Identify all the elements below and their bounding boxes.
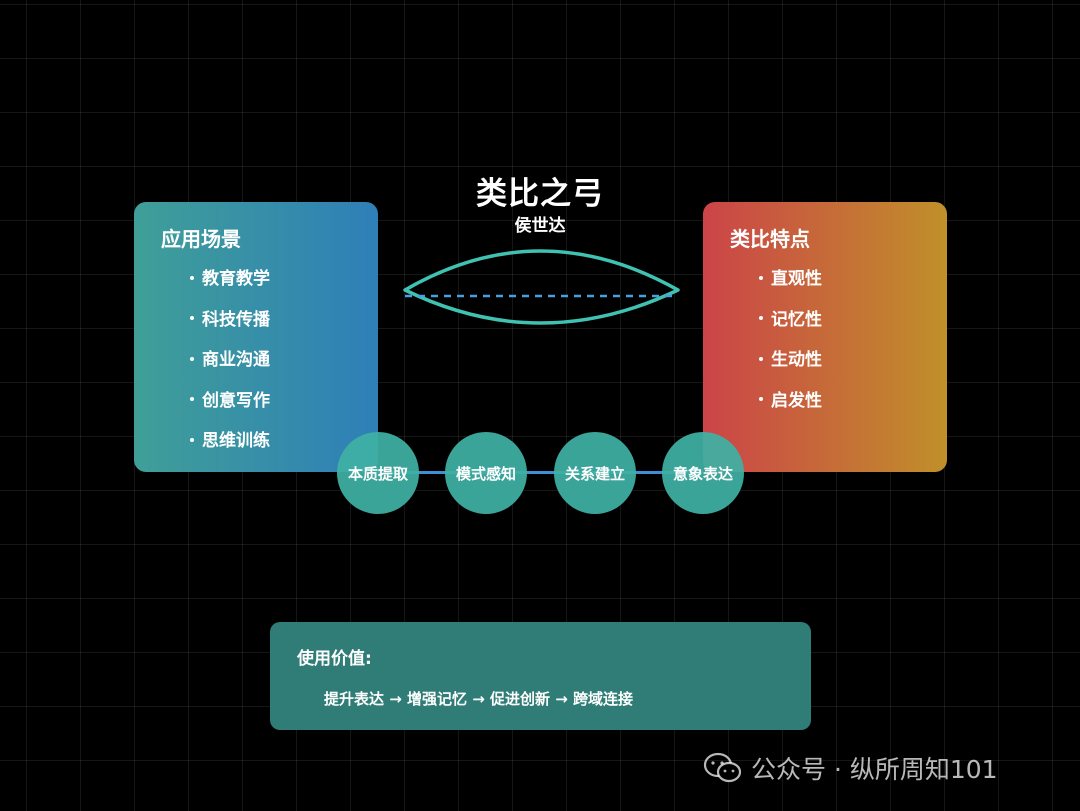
list-item-label: 教育教学: [202, 269, 270, 289]
list-item: 思维训练: [190, 426, 270, 467]
list-item-label: 思维训练: [202, 431, 270, 451]
bow-outline: [403, 249, 680, 325]
step-relation-building: 关系建立: [554, 432, 636, 514]
usage-value-box: 使用价值: 提升表达 → 增强记忆 → 促进创新 → 跨域连接: [270, 622, 811, 730]
process-connector-line: [378, 471, 703, 474]
list-item-label: 创意写作: [202, 390, 270, 411]
list-item: 创意写作: [190, 386, 270, 427]
list-item-label: 启发性: [771, 390, 822, 411]
bullet-icon: [759, 397, 763, 401]
list-item-label: 科技传播: [202, 309, 270, 330]
list-item: 启发性: [759, 386, 822, 427]
diagram-title: 类比之弓: [476, 176, 604, 212]
step-essence-extraction: 本质提取: [337, 432, 419, 514]
bullet-icon: [759, 316, 763, 320]
bullet-icon: [190, 356, 194, 361]
watermark-text: 公众号 · 纵所周知101: [751, 755, 998, 784]
bullet-icon: [190, 316, 194, 320]
feature-list: 直观性 记忆性 生动性 启发性: [759, 264, 822, 426]
wechat-icon: [703, 752, 742, 783]
card-heading: 应用场景: [161, 227, 241, 251]
list-item: 记忆性: [759, 305, 822, 346]
application-scenarios-card: 应用场景 教育教学 科技传播 商业沟通 创意写作 思维训练: [134, 202, 378, 472]
step-pattern-perception: 模式感知: [445, 432, 527, 514]
bullet-icon: [759, 275, 763, 280]
list-item-label: 生动性: [771, 350, 822, 370]
diagram-author: 侯世达: [514, 216, 566, 236]
list-item: 直观性: [759, 264, 822, 305]
list-item-label: 直观性: [771, 269, 822, 289]
bullet-icon: [759, 356, 763, 361]
bullet-icon: [190, 437, 194, 442]
analogy-features-card: 类比特点 直观性 记忆性 生动性 启发性: [703, 202, 947, 472]
value-title: 使用价值:: [297, 649, 372, 669]
list-item: 商业沟通: [190, 345, 270, 386]
bullet-icon: [190, 397, 194, 401]
card-heading: 类比特点: [730, 227, 810, 251]
application-list: 教育教学 科技传播 商业沟通 创意写作 思维训练: [190, 264, 270, 467]
list-item-label: 记忆性: [771, 309, 822, 330]
list-item: 教育教学: [190, 264, 270, 305]
step-image-expression: 意象表达: [662, 432, 744, 514]
list-item-label: 商业沟通: [202, 350, 270, 370]
watermark: 公众号 · 纵所周知101: [703, 750, 998, 786]
value-chain: 提升表达 → 增强记忆 → 促进创新 → 跨域连接: [324, 690, 634, 708]
list-item: 生动性: [759, 345, 822, 386]
bullet-icon: [190, 275, 194, 280]
list-item: 科技传播: [190, 305, 270, 346]
